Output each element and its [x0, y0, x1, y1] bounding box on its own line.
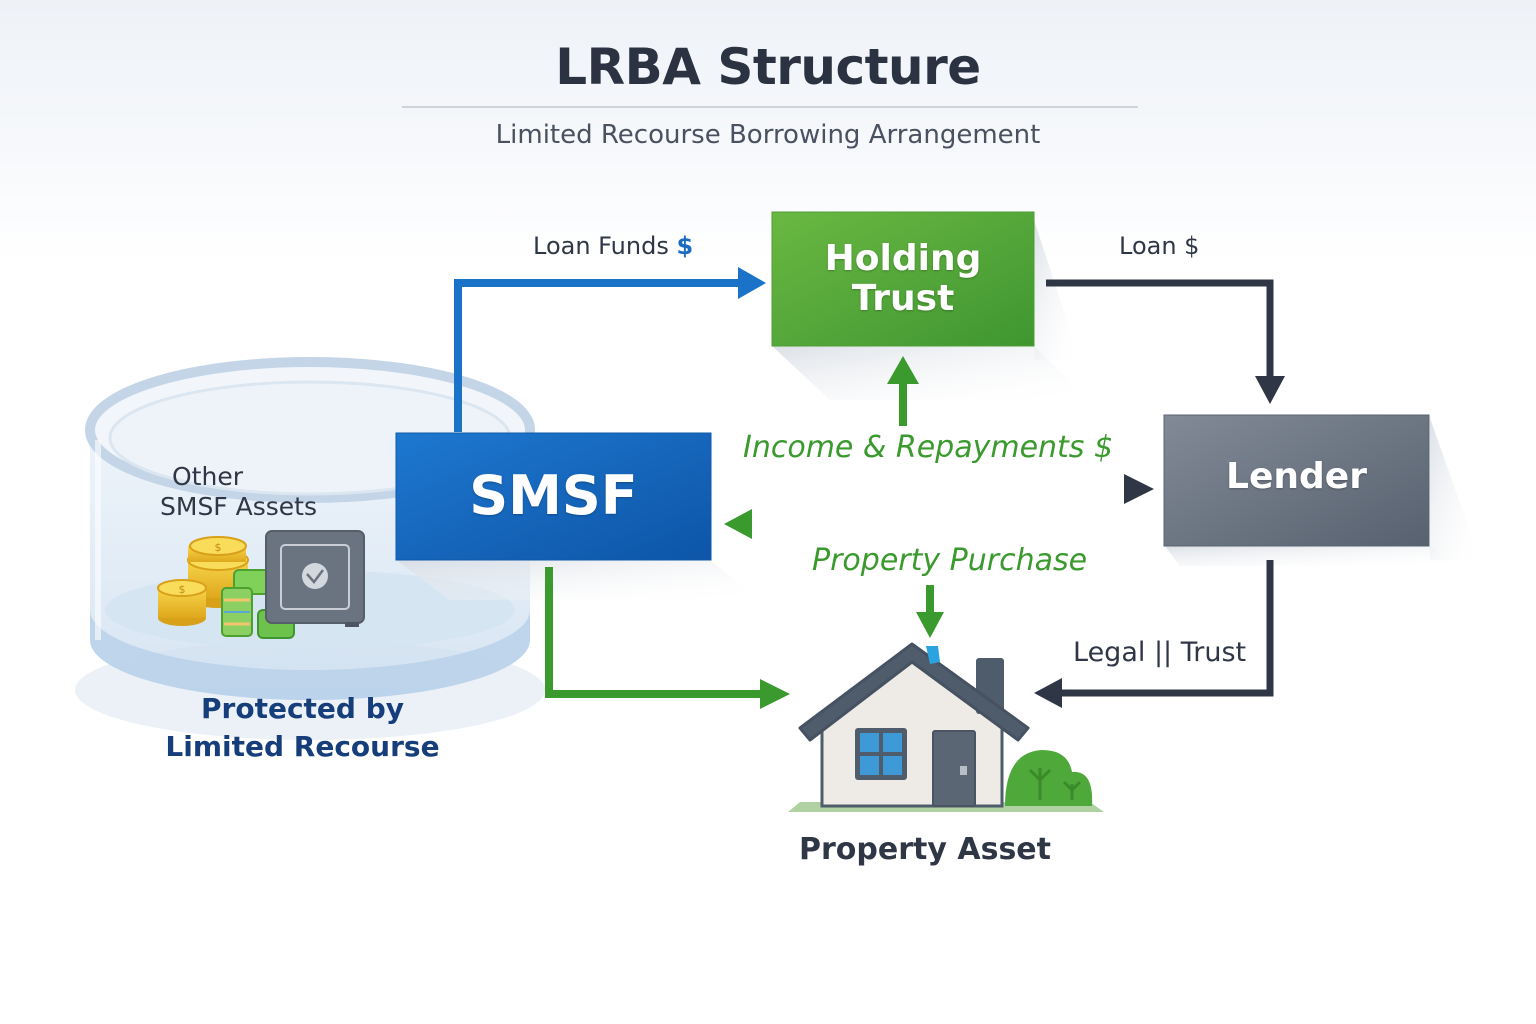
- trust-side-shadow: [1034, 220, 1080, 360]
- smsf-to-property-arrow: [545, 567, 790, 709]
- trust-up-arrow: [887, 356, 919, 426]
- smsf-box[interactable]: [395, 432, 712, 561]
- trust-shadow: [772, 346, 1090, 400]
- other-assets-label: Other SMSF Assets: [160, 462, 317, 522]
- smsf-label: SMSF: [469, 464, 638, 528]
- loan-arrow: [1046, 279, 1285, 404]
- other-assets-line2: SMSF Assets: [160, 492, 317, 521]
- other-assets-line1: Other: [172, 462, 243, 491]
- dollar-symbol: $: [676, 232, 694, 260]
- income-repayments-label: Income & Repayments $: [743, 430, 1114, 465]
- holding-trust-label-line1: Holding: [824, 237, 982, 279]
- repayments-arrow: [716, 474, 1154, 504]
- lender-label: Lender: [1226, 455, 1367, 497]
- lender-shadow: [1165, 546, 1460, 566]
- page-title: LRBA Structure: [555, 38, 981, 96]
- funds-return-arrow: [724, 509, 1162, 539]
- page-subtitle: Limited Recourse Borrowing Arrangement: [495, 120, 1041, 150]
- loan-label: Loan $: [1119, 232, 1200, 260]
- property-purchase-label: Property Purchase: [812, 543, 1088, 578]
- title-divider: [402, 106, 1138, 108]
- holding-trust-label-line2: Trust: [851, 278, 955, 319]
- safe-icon: [265, 530, 365, 627]
- caption-line2: Limited Recourse: [165, 730, 440, 763]
- loan-funds-arrow: [454, 267, 766, 432]
- svg-text:$: $: [215, 541, 222, 554]
- svg-text:$: $: [179, 583, 186, 596]
- holding-trust-box[interactable]: [771, 211, 1035, 347]
- property-asset-label: Property Asset: [799, 832, 1051, 867]
- property-purchase-arrow: [916, 585, 944, 638]
- loan-funds-text: Loan Funds: [533, 232, 669, 260]
- limited-recourse-caption: Protected by Limited Recourse: [150, 690, 455, 766]
- house-icon: [788, 642, 1104, 812]
- shrub-icon: [1005, 750, 1093, 806]
- legal-trust-label: Legal || Trust: [1073, 637, 1247, 668]
- holding-trust-label: Holding Trust: [772, 212, 1034, 346]
- lender-side-shadow: [1430, 418, 1480, 560]
- lender-box[interactable]: [1163, 414, 1430, 547]
- loan-funds-label: Loan Funds $: [533, 232, 693, 260]
- legal-trust-arrow: [1034, 560, 1274, 708]
- smsf-shadow: [396, 560, 760, 600]
- caption-line1: Protected by: [201, 692, 404, 725]
